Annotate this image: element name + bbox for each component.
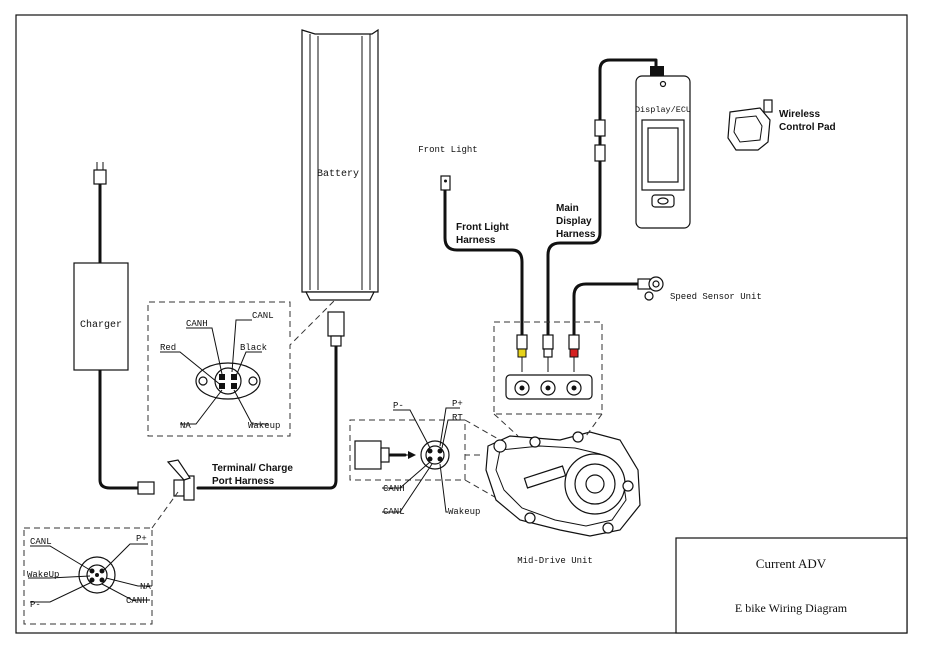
speed-sensor-connector	[568, 334, 580, 350]
charge-port-detail: CANL P+ WakeUp NA P- CANH	[23, 491, 179, 625]
cp-pplus-label: P+	[136, 534, 147, 544]
pin-wakeup-label: Wakeup	[248, 421, 280, 431]
pin-canl-label: CANL	[252, 311, 274, 321]
harness-junction	[493, 321, 603, 437]
battery-body	[301, 28, 379, 293]
mc-canh-label: CANH	[383, 484, 405, 494]
pin-red-label: Red	[160, 343, 176, 353]
charge-port: Terminal/ Charge Port Harness	[137, 459, 293, 501]
mc-rt-label: RT	[452, 413, 463, 423]
pin-na-label: NA	[180, 421, 191, 431]
charger-box	[73, 262, 129, 371]
title-block: Current ADV E bike Wiring Diagram	[675, 537, 908, 634]
title-block-subtitle: E bike Wiring Diagram	[735, 601, 848, 615]
diagram-frame	[15, 14, 908, 634]
wireless-control-pad: Wireless Control Pad	[727, 99, 836, 151]
mc-wakeup-label: Wakeup	[448, 507, 480, 517]
display-connector	[542, 334, 554, 350]
pin-canh-label: CANH	[186, 319, 208, 329]
speed-sensor-label: Speed Sensor Unit	[670, 292, 762, 302]
main-display-harness-wire	[546, 58, 658, 337]
title-block-title: Current ADV	[756, 556, 827, 571]
mid-drive-unit: Mid-Drive Unit	[485, 431, 641, 566]
battery-connector	[327, 311, 345, 337]
mc-pplus-label: P+	[452, 399, 463, 409]
mc-canl-label: CANL	[383, 507, 405, 517]
main-display-harness: Main Display Harness	[556, 119, 606, 240]
front-light-connector-color	[517, 348, 527, 358]
charger-output-cable	[98, 368, 140, 490]
mc-pminus-label: P-	[393, 401, 404, 411]
charger-plug-icon	[93, 169, 107, 185]
front-light-connector	[516, 334, 528, 350]
main-display-harness-label-2: Display	[556, 216, 592, 227]
cp-canl-label: CANL	[30, 537, 52, 547]
cp-wakeup-label: WakeUp	[27, 570, 59, 580]
terminal-harness-cable	[196, 343, 338, 490]
pin-black-label: Black	[240, 343, 267, 353]
control-pad-label-2: Control Pad	[779, 122, 836, 133]
battery-label: Battery	[317, 169, 359, 180]
control-pad-label-1: Wireless	[779, 109, 820, 120]
charger: Charger	[73, 162, 129, 371]
display-ecu: Display/ECU	[635, 66, 691, 229]
charger-output-connector	[137, 481, 155, 495]
arrow-icon	[408, 451, 416, 459]
speed-sensor-wire	[572, 282, 642, 337]
front-light-icon	[440, 175, 451, 191]
front-light-harness-label-1: Front Light	[456, 222, 509, 233]
speed-sensor: Speed Sensor Unit	[637, 276, 762, 302]
cp-na-label: NA	[140, 582, 151, 592]
speed-sensor-connector-color	[569, 348, 579, 358]
main-display-harness-label-3: Harness	[556, 229, 596, 240]
display-label: Display/ECU	[635, 105, 691, 115]
front-light-harness-label-2: Harness	[456, 235, 496, 246]
cp-canh-label: CANH	[126, 596, 148, 606]
battery-connector-detail: CANH CANL Red Black NA Wakeup	[147, 299, 336, 437]
display-top-connector	[650, 66, 664, 76]
motor-connector-detail: P- P+ RT CANH CANL Wakeup	[349, 399, 501, 517]
front-light-harness-wire	[443, 188, 524, 337]
terminal-harness-label-2: Port Harness	[212, 476, 275, 487]
battery-connector-pins	[214, 367, 242, 395]
mid-drive-label: Mid-Drive Unit	[517, 556, 593, 566]
main-display-harness-label-1: Main	[556, 203, 579, 214]
cp-pminus-label: P-	[30, 600, 41, 610]
front-light: Front Light Front Light Harness	[418, 145, 509, 246]
charge-port-cap	[166, 459, 191, 481]
charger-label: Charger	[80, 319, 122, 331]
battery: Battery	[301, 28, 379, 347]
front-light-label: Front Light	[418, 145, 477, 155]
terminal-harness-label-1: Terminal/ Charge	[212, 463, 293, 474]
motor-connector-plug	[354, 440, 382, 470]
